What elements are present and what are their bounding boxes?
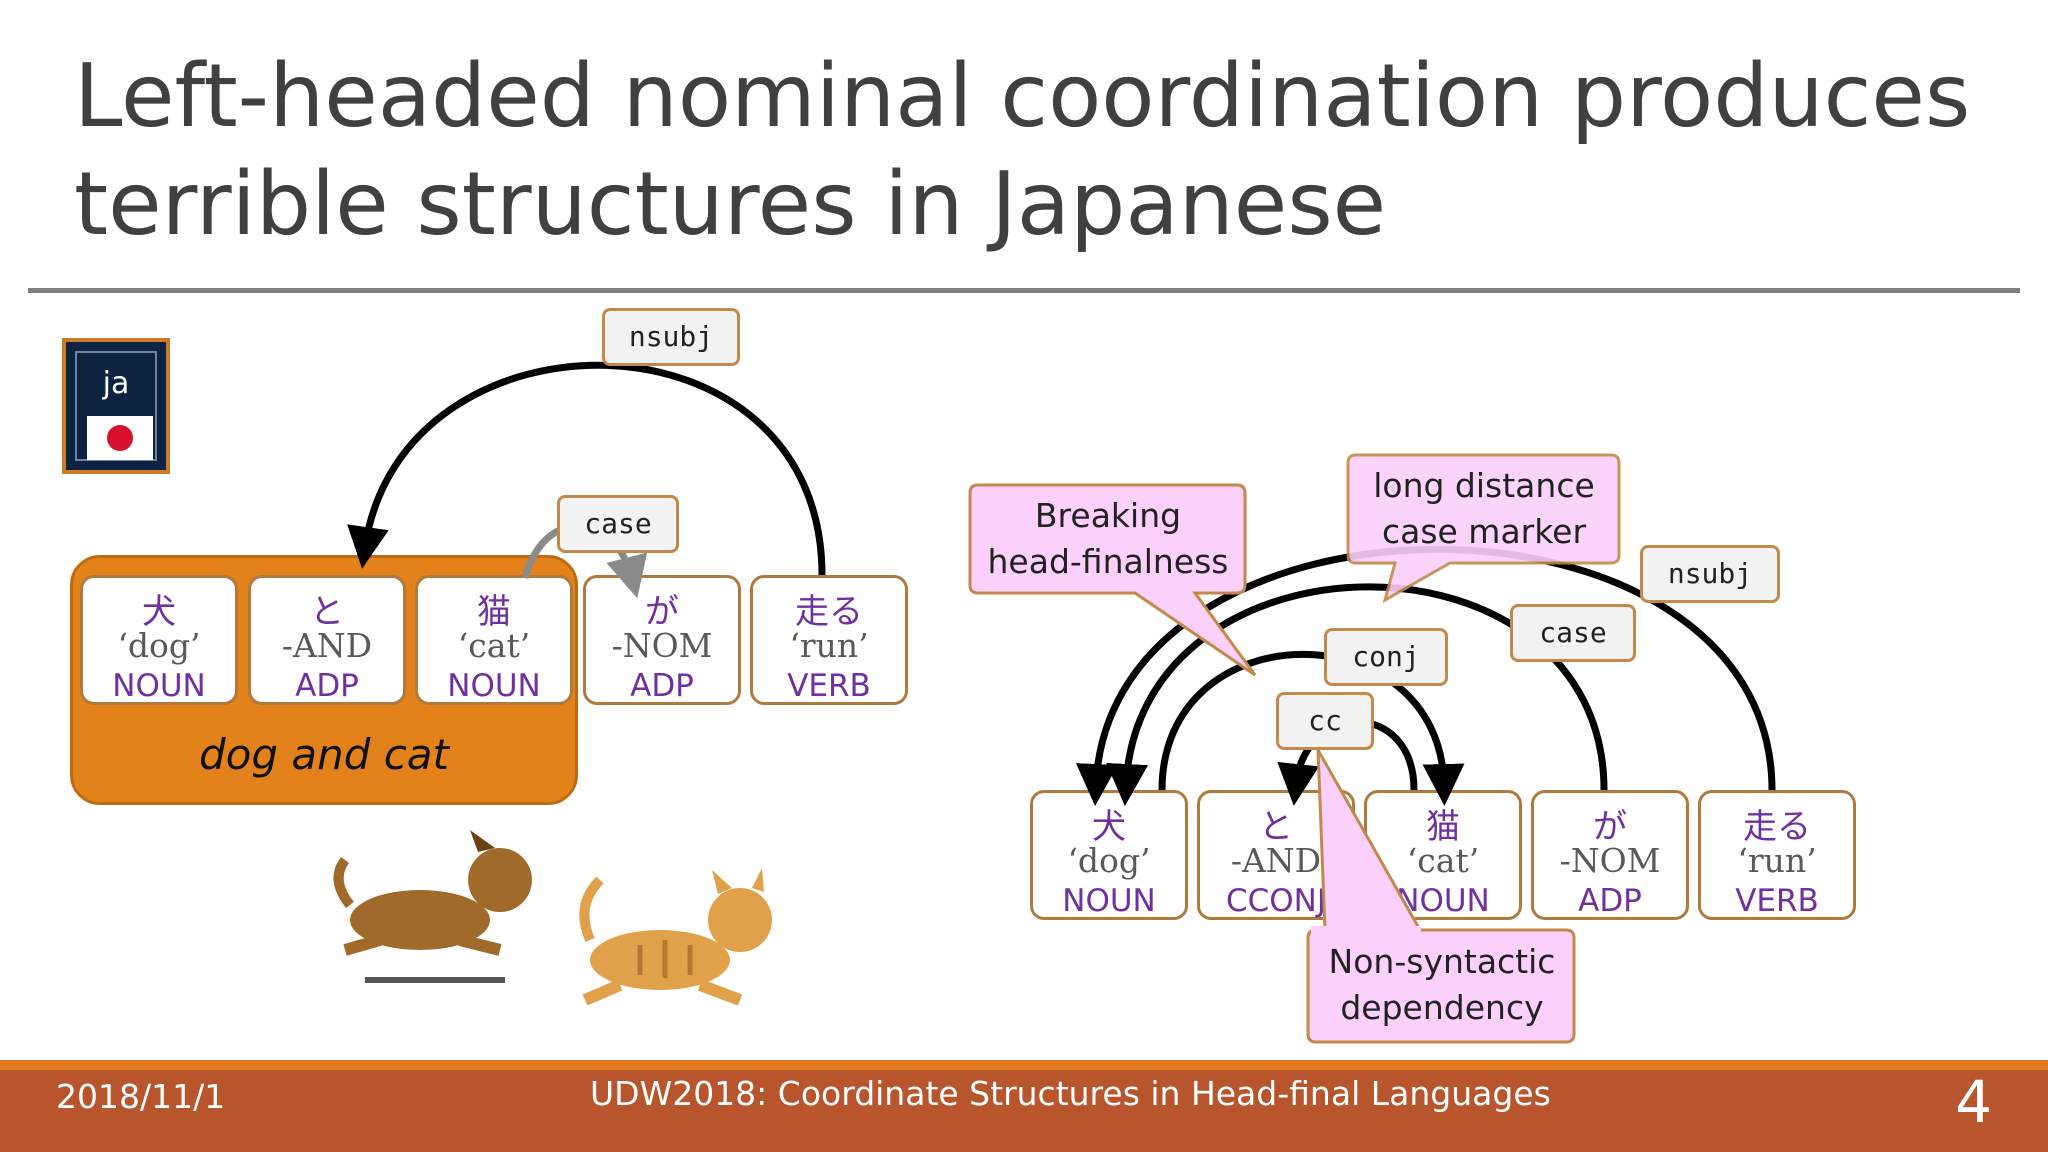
footer-title: UDW2018: Coordinate Structures in Head-f… xyxy=(590,1074,1551,1113)
running-cat-icon xyxy=(579,868,772,1006)
callout-breaking-shape xyxy=(968,483,1257,677)
left-case-label: case xyxy=(557,495,679,553)
token-gloss: ‘dog’ xyxy=(1067,841,1151,880)
token-japanese: 犬 xyxy=(142,592,176,632)
running-dog-icon xyxy=(333,830,532,983)
callout-non-syntactic-pointer xyxy=(1316,749,1423,932)
token-gloss: ‘dog’ xyxy=(117,626,201,665)
token-gloss: ‘run’ xyxy=(1737,841,1817,880)
token-pos: NOUN xyxy=(1062,883,1156,919)
callout-non-syntactic-mask xyxy=(1311,926,1421,934)
right-token-run: 走る ‘run’ VERB xyxy=(1698,790,1856,920)
left-token-run: 走る ‘run’ VERB xyxy=(750,575,908,705)
right-token-nom: が -NOM ADP xyxy=(1531,790,1689,920)
token-gloss: ‘run’ xyxy=(789,626,869,665)
callout-line: Breaking xyxy=(1034,496,1182,535)
token-japanese: が xyxy=(645,592,679,632)
token-gloss: -AND xyxy=(281,626,373,665)
right-case-label: case xyxy=(1510,604,1636,662)
right-cc-label: cc xyxy=(1276,692,1374,750)
token-gloss: -AND xyxy=(1230,841,1322,880)
left-nsubj-label: nsubj xyxy=(602,308,740,366)
callout-line: dependency xyxy=(1340,988,1544,1027)
token-pos: ADP xyxy=(295,668,359,704)
token-pos: ADP xyxy=(630,668,694,704)
right-conj-arc xyxy=(1158,650,1465,806)
callout-line: Non-syntactic xyxy=(1328,942,1556,981)
token-gloss: ‘cat’ xyxy=(1406,841,1480,880)
footer-bar xyxy=(0,1070,2048,1152)
token-japanese: 走る xyxy=(1743,807,1811,847)
token-pos: NOUN xyxy=(112,668,206,704)
token-pos: VERB xyxy=(787,668,871,704)
right-case-arc xyxy=(1106,583,1608,806)
group-caption: dog and cat xyxy=(198,730,450,779)
title-line-1: Left-headed nominal coordination produce… xyxy=(74,45,1971,147)
token-gloss: -NOM xyxy=(1559,841,1661,880)
page-number: 4 xyxy=(1955,1068,1992,1136)
callout-long-distance-case-marker: long distance case marker xyxy=(1350,463,1618,555)
token-gloss: -NOM xyxy=(611,626,713,665)
title-line-2: terrible structures in Japanese xyxy=(74,153,1387,255)
callout-breaking-head-finalness: Breaking head-finalness xyxy=(972,493,1244,585)
callout-non-syntactic-shape xyxy=(1306,928,1576,1044)
callout-long-distance-shape xyxy=(1346,453,1621,604)
right-nsubj-label: nsubj xyxy=(1640,545,1780,603)
token-pos: NOUN xyxy=(447,668,541,704)
slide-title: Left-headed nominal coordination produce… xyxy=(74,42,1974,258)
badge-frame xyxy=(75,351,157,461)
token-japanese: と xyxy=(1259,807,1293,847)
token-pos: CCONJ xyxy=(1225,883,1327,919)
token-pos: VERB xyxy=(1735,883,1819,919)
token-japanese: 犬 xyxy=(1092,807,1126,847)
left-token-dog: 犬 ‘dog’ NOUN xyxy=(80,575,238,705)
badge-label: ja xyxy=(102,366,130,401)
left-token-and: と -AND ADP xyxy=(248,575,406,705)
token-japanese: 猫 xyxy=(1426,807,1460,847)
callout-line: case marker xyxy=(1381,512,1587,551)
token-japanese: と xyxy=(310,592,344,632)
language-badge: ja xyxy=(62,338,170,474)
callout-non-syntactic-dependency: Non-syntactic dependency xyxy=(1310,939,1574,1031)
token-japanese: 猫 xyxy=(477,592,511,632)
right-conj-label: conj xyxy=(1324,628,1448,686)
title-divider xyxy=(28,288,2020,293)
token-japanese: が xyxy=(1593,807,1627,847)
footer-date: 2018/11/1 xyxy=(56,1077,226,1116)
callout-line: head-finalness xyxy=(987,542,1229,581)
token-japanese: 走る xyxy=(795,592,863,632)
footer-accent-strip xyxy=(0,1060,2048,1072)
callout-line: long distance xyxy=(1373,466,1595,505)
japan-flag-icon xyxy=(87,416,153,460)
left-token-cat: 猫 ‘cat’ NOUN xyxy=(415,575,573,705)
token-pos: ADP xyxy=(1578,883,1642,919)
token-gloss: ‘cat’ xyxy=(457,626,531,665)
